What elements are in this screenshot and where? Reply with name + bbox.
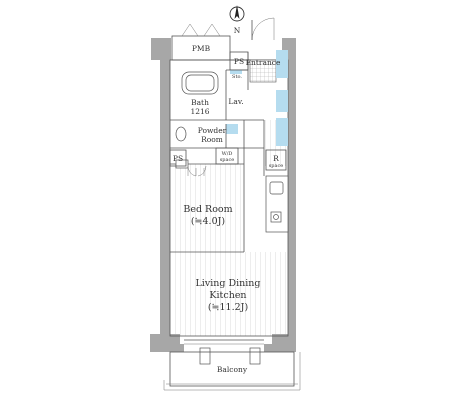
powder-room-label-1: Powder bbox=[198, 126, 227, 135]
bath-label: Bath bbox=[191, 98, 209, 107]
bathtub bbox=[181, 71, 219, 95]
bath-size: 1216 bbox=[190, 107, 209, 116]
closet-doors bbox=[187, 165, 207, 177]
exterior-walls bbox=[150, 38, 296, 352]
wd-sub-label: space bbox=[220, 157, 235, 163]
lav-label: Lav. bbox=[228, 97, 243, 106]
ps-mid-label: PS bbox=[173, 154, 183, 163]
ps-mid-box bbox=[169, 149, 187, 167]
storage-label: Sto. bbox=[232, 74, 242, 80]
entrance-label: Entrance bbox=[246, 58, 281, 67]
r-space-box bbox=[265, 149, 287, 171]
powder-room-label-2: Room bbox=[201, 135, 223, 144]
entrance-door[interactable] bbox=[251, 17, 275, 41]
r-sub-label: space bbox=[269, 163, 284, 169]
ldk-label-2: Kitchen bbox=[209, 290, 246, 301]
wd-box bbox=[215, 147, 239, 165]
balcony-area bbox=[163, 351, 301, 391]
compass-north-label: N bbox=[234, 26, 241, 35]
bedroom-size: (≒4.0J) bbox=[191, 216, 225, 227]
powder-room-fixtures bbox=[175, 124, 227, 176]
balcony-windows bbox=[184, 339, 264, 365]
kitchen-counter bbox=[265, 175, 289, 233]
ldk-size: (≒11.2J) bbox=[208, 302, 248, 313]
glass-panels bbox=[226, 50, 288, 146]
r-label: R bbox=[273, 154, 279, 163]
balcony-label: Balcony bbox=[217, 365, 248, 374]
pmb-label: PMB bbox=[192, 44, 211, 53]
ps-top-label: PS bbox=[234, 57, 244, 66]
ps-top-box bbox=[229, 51, 249, 71]
ldk-label-1: Living Dining bbox=[196, 278, 261, 289]
wd-label: W/D bbox=[222, 151, 233, 157]
bedroom-label: Bed Room bbox=[183, 204, 232, 215]
compass: N bbox=[229, 5, 245, 35]
pmb-area: PMB bbox=[171, 23, 231, 61]
